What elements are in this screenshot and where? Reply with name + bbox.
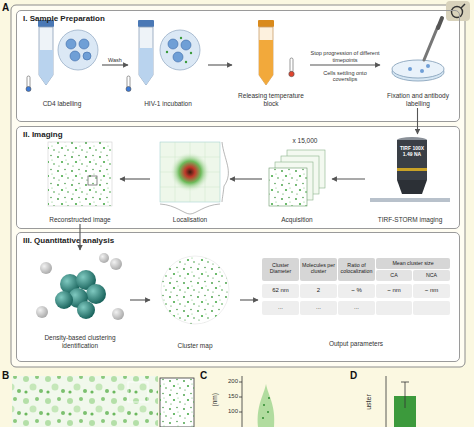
figure-label: 150 — [222, 393, 238, 400]
step-label: Cluster map — [150, 342, 240, 350]
step-group: Cluster map — [150, 250, 240, 350]
figure-label: 200 — [222, 378, 238, 385]
arrow-label: Stop progression of different timepoints — [310, 50, 380, 63]
flow-arrow — [208, 64, 232, 65]
step-label: Releasing temperature block — [232, 92, 310, 107]
figure-label: 2 — [300, 287, 337, 294]
figure-label: CA — [376, 272, 412, 278]
section-panel: III. Quantitative analysisDensity-based … — [16, 232, 460, 362]
flow-arrow — [130, 299, 150, 300]
figure-label: Molecules per cluster — [300, 262, 337, 274]
figure-label: ~ % — [338, 287, 375, 294]
flow-arrow — [332, 178, 365, 179]
step-group: HIV-1 incubation — [128, 22, 208, 108]
step-group: Density-based clustering identification — [30, 250, 130, 350]
step-label: Fixation and antibody labelling — [380, 92, 456, 107]
figure-label: TIRF 100X 1.49 NA — [398, 146, 426, 158]
step-group: Localisation — [150, 134, 230, 224]
flow-arrow — [310, 64, 380, 65]
step-group: Fixation and antibody labelling — [380, 22, 456, 108]
figure-label: NCA — [413, 272, 450, 278]
section-heading: III. Quantitative analysis — [23, 236, 114, 245]
figure-label: C — [200, 370, 212, 382]
step-label: Output parameters — [258, 340, 454, 348]
figure-label: Mean cluster size — [376, 260, 450, 266]
step-group: Releasing temperature block — [232, 22, 310, 108]
figure-label: Cluster Diameter — [262, 262, 299, 274]
figure-label: Ratio of colocalization — [338, 262, 375, 274]
step-label: Density-based clustering identification — [30, 334, 130, 349]
step-label: TIRF-STORM imaging — [365, 216, 455, 224]
flow-arrow — [120, 178, 150, 179]
step-label: Reconstructed image — [40, 216, 120, 224]
step-label: Acquisition — [262, 216, 332, 224]
flow-arrow — [240, 299, 258, 300]
figure-label: A — [2, 2, 14, 14]
figure-label: ~ nm — [376, 287, 412, 294]
step-group: Reconstructed image — [40, 134, 120, 224]
figure-label: (nm) — [211, 385, 218, 415]
arrow-label: Wash — [100, 57, 130, 64]
section-panel: I. Sample PreparationCD4 labelling HIV-1 … — [16, 10, 460, 122]
section-heading: II. Imaging — [23, 130, 63, 139]
flow-arrow — [230, 178, 262, 179]
figure-label: Cells settling onto coverslips — [312, 70, 378, 83]
step-label: CD4 labelling — [22, 100, 102, 108]
figure-label: x 15,000 — [280, 137, 330, 144]
step-group: Acquisition — [262, 134, 332, 224]
step-label: HIV-1 incubation — [128, 100, 208, 108]
flow-arrow — [417, 108, 418, 134]
figure-label: 100 — [222, 408, 238, 415]
figure-label: uster — [365, 385, 373, 419]
figure-label: 62 nm — [262, 287, 299, 294]
figure-label: ~ nm — [413, 287, 450, 294]
flow-arrow — [102, 64, 128, 65]
step-group: CD4 labelling — [22, 22, 102, 108]
step-label: Localisation — [150, 216, 230, 224]
section-panel: II. ImagingTIRF-STORM imaging Acquisition… — [16, 126, 460, 229]
figure-label: ... — [262, 304, 299, 311]
figure-label: ... — [300, 304, 337, 311]
figure-label: D — [350, 370, 362, 382]
section-heading: I. Sample Preparation — [23, 14, 105, 23]
figure-label: ... — [338, 304, 375, 311]
figure-label: B — [2, 370, 14, 382]
